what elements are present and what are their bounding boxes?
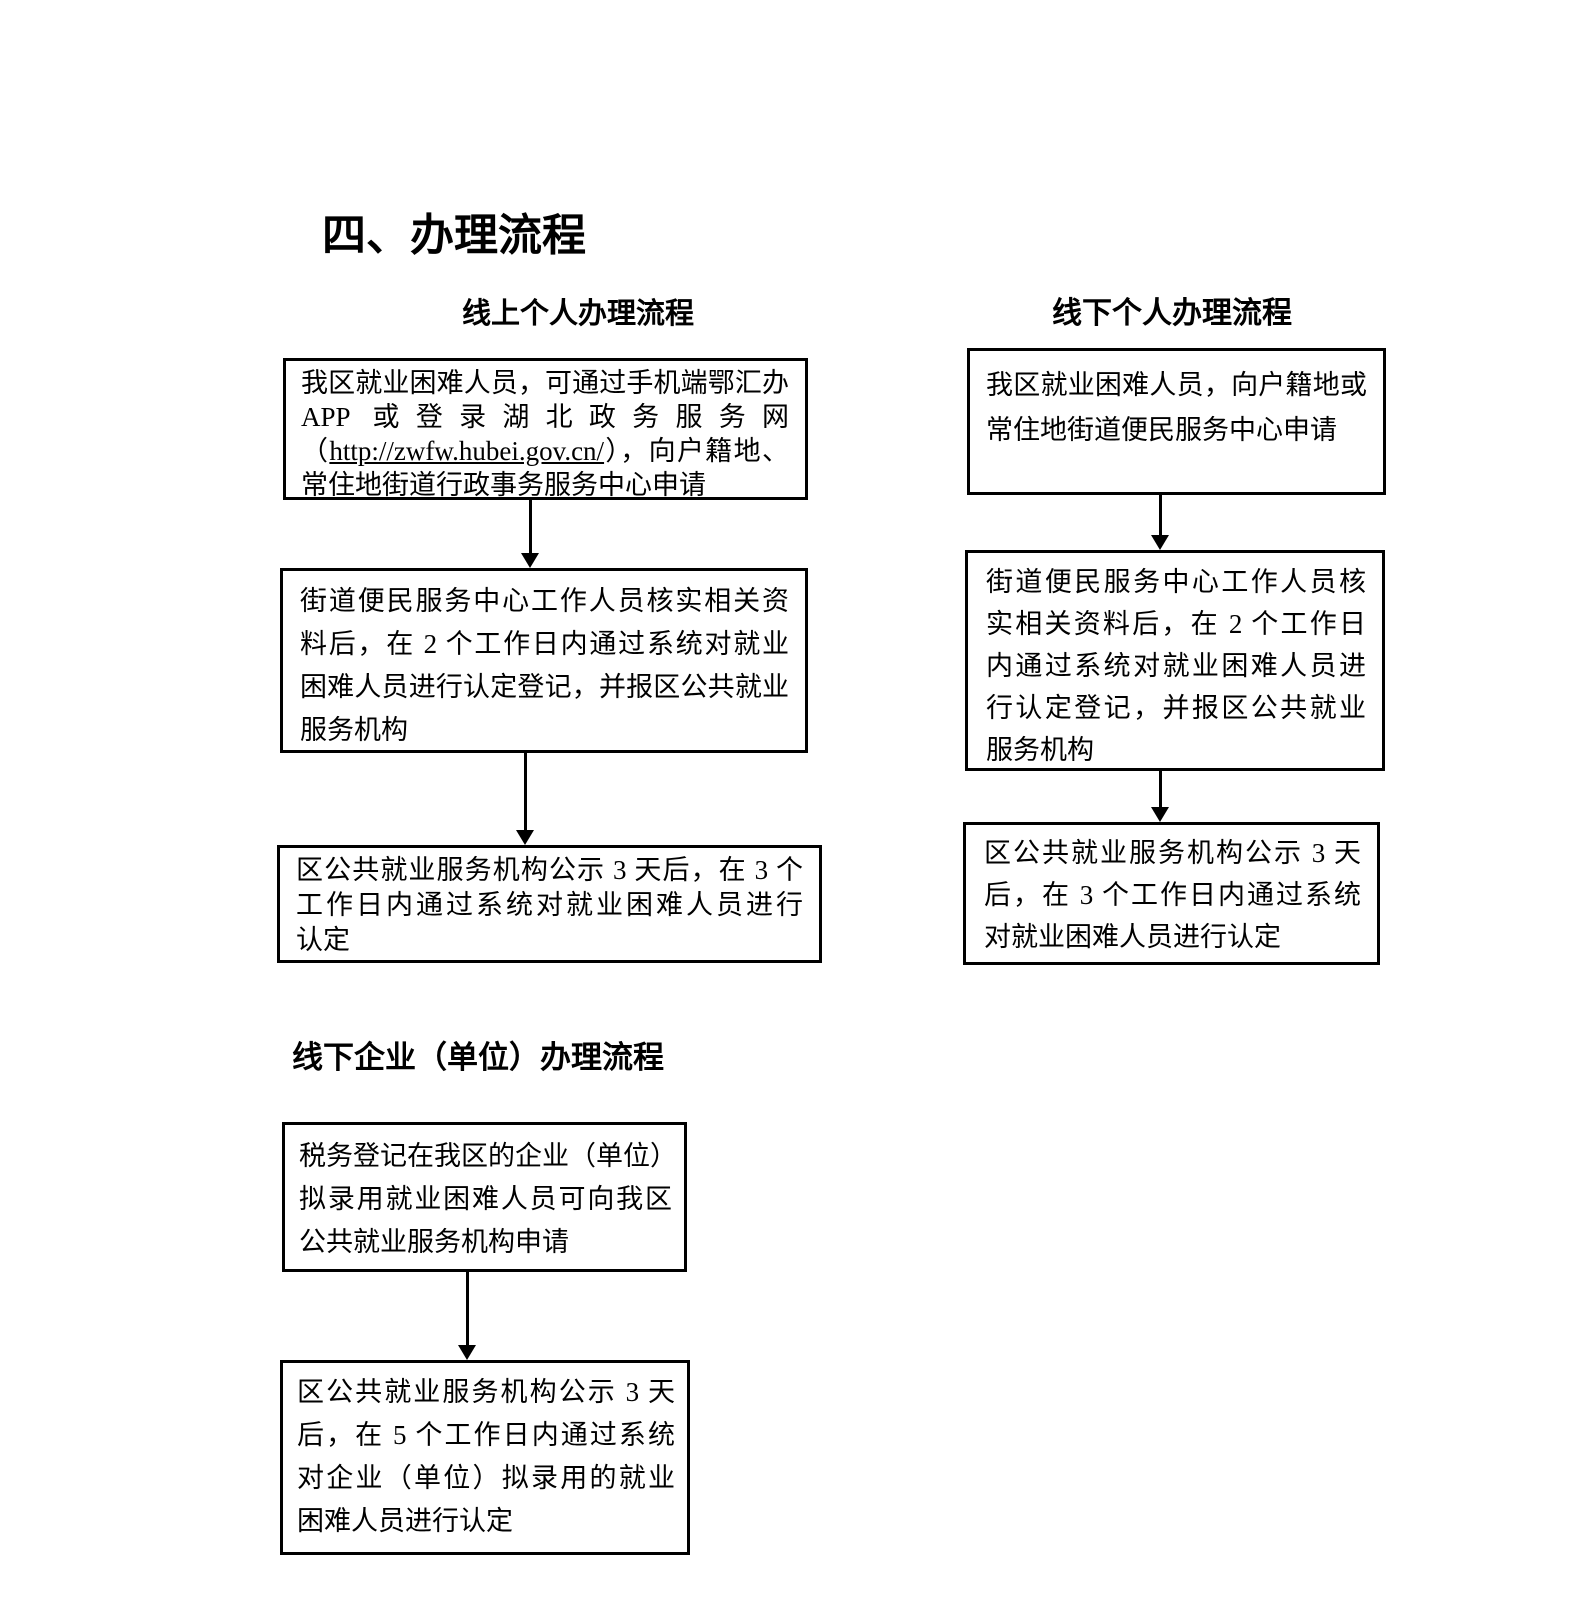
box-text-line: 内通过系统对就业困难人员进	[986, 651, 1366, 681]
flow-arrow-down	[1151, 771, 1169, 822]
box-text-line: 区公共就业服务机构公示 3 天	[984, 838, 1361, 868]
box-text-line: 行认定登记，并报区公共就业	[986, 693, 1366, 723]
box-text-line: 常住地街道行政事务服务中心申请	[301, 470, 706, 500]
arrow-head-icon	[516, 830, 534, 845]
flow-step-apply-online: 我区就业困难人员，可通过手机端鄂汇办 APP 或登录湖北政务服务网 （http:…	[283, 358, 808, 500]
box-text-line: 对企业（单位）拟录用的就业	[297, 1463, 675, 1493]
box-text-line: 我区就业困难人员，向户籍地或	[986, 370, 1367, 400]
flow-step-company-apply: 税务登记在我区的企业（单位） 拟录用就业困难人员可向我区 公共就业服务机构申请	[282, 1122, 687, 1272]
flow-step-company-confirm: 区公共就业服务机构公示 3 天 后，在 5 个工作日内通过系统 对企业（单位）拟…	[280, 1360, 690, 1555]
box-text-line: 困难人员进行认定登记，并报区公共就业	[300, 672, 789, 702]
box-text-line: （http://zwfw.hubei.gov.cn/），向户籍地、	[301, 434, 789, 468]
box-text-line: 拟录用就业困难人员可向我区	[299, 1184, 672, 1214]
arrow-shaft	[524, 753, 527, 831]
box-text-line: 对就业困难人员进行认定	[984, 922, 1281, 952]
flow-arrow-down	[458, 1272, 476, 1360]
flow-heading-offline-personal: 线下个人办理流程	[1052, 297, 1292, 330]
box-text-line: 后，在 3 个工作日内通过系统	[984, 880, 1361, 910]
service-portal-link[interactable]: http://zwfw.hubei.gov.cn/	[329, 436, 605, 466]
box-text-line: 困难人员进行认定	[297, 1506, 513, 1536]
flow-step-street-center-verify: 街道便民服务中心工作人员核实相关资 料后，在 2 个工作日内通过系统对就业 困难…	[280, 568, 808, 753]
flow-arrow-down	[521, 500, 539, 568]
paren-close-text: ），向户籍地、	[604, 436, 790, 466]
flow-step-street-center-verify: 街道便民服务中心工作人员核 实相关资料后，在 2 个工作日 内通过系统对就业困难…	[965, 550, 1385, 771]
box-text-line: APP 或登录湖北政务服务网	[301, 402, 789, 432]
box-text-line: 街道便民服务中心工作人员核	[986, 567, 1366, 597]
arrow-shaft	[466, 1272, 469, 1346]
box-text-line: 区公共就业服务机构公示 3 天	[297, 1377, 675, 1407]
arrow-shaft	[529, 500, 532, 554]
box-text-line: 我区就业困难人员，可通过手机端鄂汇办	[301, 368, 789, 398]
box-text-line: 街道便民服务中心工作人员核实相关资	[300, 586, 789, 616]
flow-heading-offline-company: 线下企业（单位）办理流程	[292, 1040, 664, 1075]
box-text-line: 区公共就业服务机构公示 3 天后，在 3 个	[296, 855, 803, 885]
flow-step-district-confirm: 区公共就业服务机构公示 3 天后，在 3 个 工作日内通过系统对就业困难人员进行…	[277, 845, 822, 963]
box-text-line: 工作日内通过系统对就业困难人员进行	[296, 890, 803, 920]
page-title: 四、办理流程	[322, 211, 586, 260]
arrow-head-icon	[1151, 807, 1169, 822]
arrow-head-icon	[458, 1345, 476, 1360]
flow-step-district-confirm: 区公共就业服务机构公示 3 天 后，在 3 个工作日内通过系统 对就业困难人员进…	[963, 822, 1380, 965]
box-text-line: 后，在 5 个工作日内通过系统	[297, 1420, 675, 1450]
box-text-line: 料后，在 2 个工作日内通过系统对就业	[300, 629, 789, 659]
flow-arrow-down	[516, 753, 534, 845]
box-text-line: 实相关资料后，在 2 个工作日	[986, 609, 1366, 639]
arrow-shaft	[1159, 495, 1162, 536]
box-text-line: 税务登记在我区的企业（单位）	[299, 1141, 677, 1171]
flow-step-apply-offline: 我区就业困难人员，向户籍地或 常住地街道便民服务中心申请	[967, 348, 1386, 495]
box-text-line: 服务机构	[986, 735, 1094, 765]
arrow-shaft	[1159, 771, 1162, 808]
flow-arrow-down	[1151, 495, 1169, 550]
box-text-line: 认定	[296, 925, 350, 955]
arrow-head-icon	[521, 553, 539, 568]
paren-open-text: （	[301, 436, 330, 466]
box-text-line: 服务机构	[300, 715, 408, 745]
box-text-line: 常住地街道便民服务中心申请	[986, 415, 1337, 445]
flow-heading-online-personal: 线上个人办理流程	[462, 298, 695, 330]
arrow-head-icon	[1151, 535, 1169, 550]
box-text-line: 公共就业服务机构申请	[299, 1227, 569, 1257]
